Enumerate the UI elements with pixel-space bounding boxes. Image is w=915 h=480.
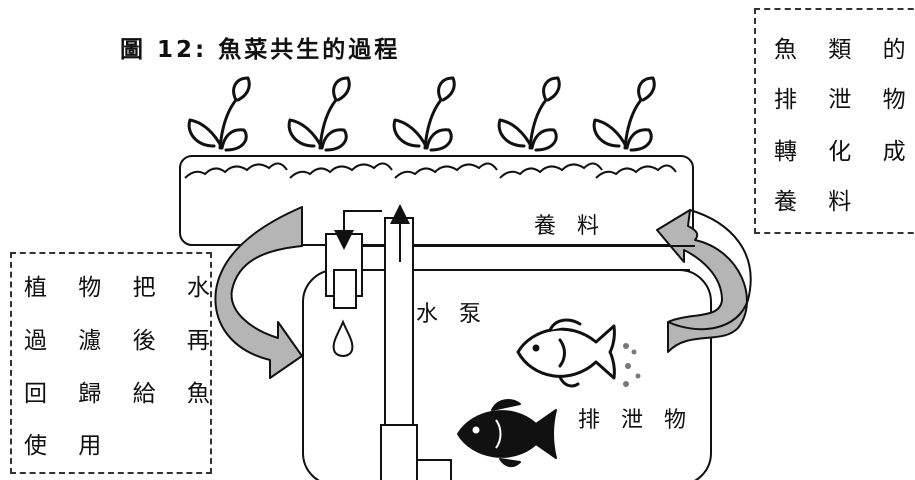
note-line: 轉 化 成 xyxy=(774,139,915,165)
note-line: 排 泄 物 xyxy=(774,87,915,113)
sprout-icon xyxy=(497,76,561,152)
fish-waste-note: 魚 類 的 排 泄 物 轉 化 成 養 料 xyxy=(754,8,915,234)
waste-label: 排 泄 物 xyxy=(578,408,693,433)
soil-line xyxy=(184,162,677,179)
drain-flow-arrow xyxy=(334,210,382,250)
note-line: 養 料 xyxy=(774,189,864,215)
pump-pipe xyxy=(380,217,452,480)
fish-solid-icon xyxy=(457,399,557,468)
water-drop-icon xyxy=(332,319,354,357)
note-line: 魚 類 的 xyxy=(774,37,915,63)
sprout-icon xyxy=(392,76,456,152)
note-line: 使 用 xyxy=(24,433,114,459)
water-pump-label: 水 泵 xyxy=(416,302,488,327)
note-line: 植 物 把 水 xyxy=(24,275,222,301)
filtered-water-flow-arrow xyxy=(214,206,303,379)
sprout-icon xyxy=(592,76,656,152)
diagram-title: 圖 12: 魚菜共生的過程 xyxy=(120,37,401,63)
sprout-icon xyxy=(287,76,351,152)
sprout-icon xyxy=(187,76,251,152)
nutrients-label: 養 料 xyxy=(534,214,606,239)
note-line: 過 濾 後 再 xyxy=(24,328,222,354)
note-line: 回 歸 給 魚 xyxy=(24,381,222,407)
drain-pipe xyxy=(325,233,363,309)
fish-outline-icon xyxy=(516,318,616,388)
plant-filter-note: 植 物 把 水 過 濾 後 再 回 歸 給 魚 使 用 xyxy=(10,252,212,474)
waste-bubbles xyxy=(623,343,641,387)
